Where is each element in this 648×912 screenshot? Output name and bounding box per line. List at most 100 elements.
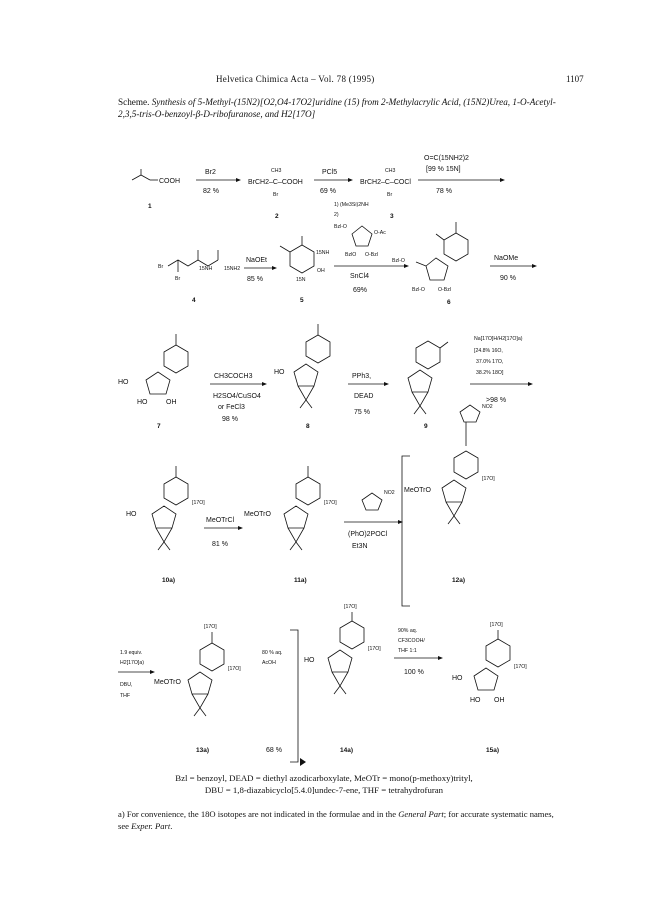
compound-number: 11a)	[294, 577, 307, 584]
hydroxyl-label: HO	[137, 399, 148, 406]
base-label: Et3N	[352, 543, 368, 550]
meotro-label: MeOTrO	[404, 487, 432, 494]
abbreviations-line-2: DBU = 1,8-diazabicyclo[5.4.0]undec-7-ene…	[204, 785, 444, 795]
meotro-label: MeOTrO	[154, 679, 182, 686]
base-label: DBU,	[120, 682, 132, 688]
abbreviations-line-1: Bzl = benzoyl, DEAD = diethyl azodicarbo…	[175, 773, 473, 783]
compound-6: Bzl-O O-Bzl Bzl-O 6	[392, 222, 469, 306]
compound-number: 4	[192, 297, 196, 304]
compound-2: CH3 BrCH2–C–COOH Br 2	[248, 168, 303, 220]
isotope-label: [17O]	[324, 500, 337, 506]
hydroxyl-label: OH	[494, 697, 505, 704]
hydroxyl-label: HO	[126, 511, 137, 518]
caption-title: Synthesis of 5-Methyl-(15N2)[O2,O4-17O2]…	[118, 97, 556, 119]
compound-number: 10a)	[162, 577, 175, 584]
arrow-step-7: CH3COCH3 H2SO4/CuSO4 or FeCl3 98 %	[210, 373, 267, 423]
arrow-step-8: PPh3, DEAD 75 %	[348, 373, 389, 416]
arrow-step-3: O=C(15NH2)2 [99 % 15N] 78 %	[418, 155, 505, 195]
arrow-step-2: PCl5 69 %	[314, 169, 353, 195]
cooh-label: COOH	[159, 178, 180, 185]
yield-label: >98 %	[486, 397, 506, 404]
arrow-step-4: NaOEt 85 %	[244, 257, 277, 283]
reagent-line: 1) (Me3Si)2NH	[334, 202, 369, 208]
lewis-acid-label: SnCl4	[350, 273, 369, 280]
compound-9: 9	[407, 340, 449, 430]
nh2-label: 15NH2	[224, 266, 240, 272]
isotope-label: [17O]	[368, 646, 381, 652]
compound-number: 9	[424, 423, 428, 430]
bromo-label: Br	[273, 192, 278, 198]
obz-label: O-Bzl	[365, 252, 378, 258]
alt-reagent-label: or FeCl3	[218, 404, 245, 411]
reagent-line: 2)	[334, 212, 339, 218]
reagent-label: 80 % aq.	[262, 650, 282, 656]
bromo-label: Br	[175, 276, 180, 282]
sugar-label: Bzl-O	[334, 224, 347, 230]
caption-label: Scheme.	[118, 97, 150, 107]
isotope-label: [17O]	[344, 604, 357, 610]
reagent-label: (PhO)2POCl	[348, 531, 388, 538]
hydroxyl-label: HO	[452, 675, 463, 682]
yield-label: 78 %	[436, 188, 452, 195]
yield-label: 81 %	[212, 541, 228, 548]
acid-label: AcOH	[262, 660, 276, 666]
footnote-exper-part: Exper. Part	[131, 821, 171, 831]
compound-14: HO [17O] [17O] 14a)	[304, 604, 381, 754]
compound-number: 6	[447, 299, 451, 306]
compound-number: 12a)	[452, 577, 465, 584]
formula-label: BrCH2–C–COOH	[248, 179, 303, 186]
compound-15: HO HO OH [17O] [17O] 15a)	[452, 622, 527, 754]
reagent-label: O=C(15NH2)2	[424, 155, 469, 162]
nitro-label: NO2	[384, 490, 395, 496]
compound-number: 5	[300, 297, 304, 304]
reagent-label: CH3COCH3	[214, 373, 253, 380]
reagent-label: 90% aq.	[398, 628, 417, 634]
yield-label: 75 %	[354, 409, 370, 416]
compound-number: 2	[275, 213, 279, 220]
nh-label: 15NH	[316, 250, 330, 256]
ratio-label: THF 1:1	[398, 648, 417, 654]
arrow-step-11: NO2 (PhO)2POCl Et3N	[344, 490, 403, 550]
acid-label: CF3COOH/	[398, 638, 425, 644]
bzlo-label: Bzl-O	[412, 287, 425, 293]
yield-label: 90 %	[500, 275, 516, 282]
compound-12: NO2 MeOTrO [17O] 12a)	[401, 404, 495, 607]
page-number: 1107	[566, 74, 584, 84]
reagent-label: PPh3,	[352, 373, 371, 380]
condition-label: [99 % 15N]	[426, 166, 461, 173]
meotro-label: MeOTrO	[244, 511, 272, 518]
compound-1: COOH 1	[131, 169, 180, 210]
arrow-step-10: MeOTrCl 81 %	[204, 517, 243, 548]
footnote-text: For convenience, the 18O isotopes are no…	[126, 809, 397, 819]
reagent-label: Br2	[205, 169, 216, 176]
composition-label: 38.2% 18O]	[476, 370, 504, 376]
arrow-step-5: 1) (Me3Si)2NH 2) Bzl-O O-Ac BzlO O-Bzl S…	[334, 202, 409, 294]
scheme-caption: Scheme. Synthesis of 5-Methyl-(15N2)[O2,…	[118, 96, 566, 120]
isotope-label: [17O]	[490, 622, 503, 628]
footnote-mark: a)	[118, 809, 125, 819]
reagent-label: NaOEt	[246, 257, 267, 264]
abbreviations: Bzl = benzoyl, DEAD = diethyl azodicarbo…	[0, 772, 648, 796]
compound-number: 1	[148, 203, 152, 210]
isotope-label: [17O]	[514, 664, 527, 670]
arrow-step-1: Br2 82 %	[196, 169, 241, 195]
yield-label: 69 %	[320, 188, 336, 195]
footnote-general-part: General Part	[398, 809, 444, 819]
footnote: a) For convenience, the 18O isotopes are…	[118, 808, 566, 832]
compound-number: 13a)	[196, 747, 209, 754]
yield-label: 98 %	[222, 416, 238, 423]
obzl-label: O-Bzl	[438, 287, 451, 293]
hydroxyl-label: HO	[274, 369, 285, 376]
solvent-label: THF	[120, 693, 130, 699]
compound-3: CH3 BrCH2–C–COCl Br 3	[360, 168, 411, 220]
compound-number: 7	[157, 423, 161, 430]
yield-label: 69%	[353, 287, 367, 294]
compound-number: 8	[306, 423, 310, 430]
compound-7: HO HO OH 7	[118, 334, 189, 430]
arrow-step-9: Na[17O]H/H2[17O]a) [24.8% 16O, 37.0% 17O…	[470, 336, 533, 404]
nitro-label: NO2	[482, 404, 493, 410]
nh-label: 15NH	[199, 266, 213, 272]
methyl-label: CH3	[385, 168, 395, 174]
reagent-label: Na[17O]H/H2[17O]a)	[474, 336, 523, 342]
